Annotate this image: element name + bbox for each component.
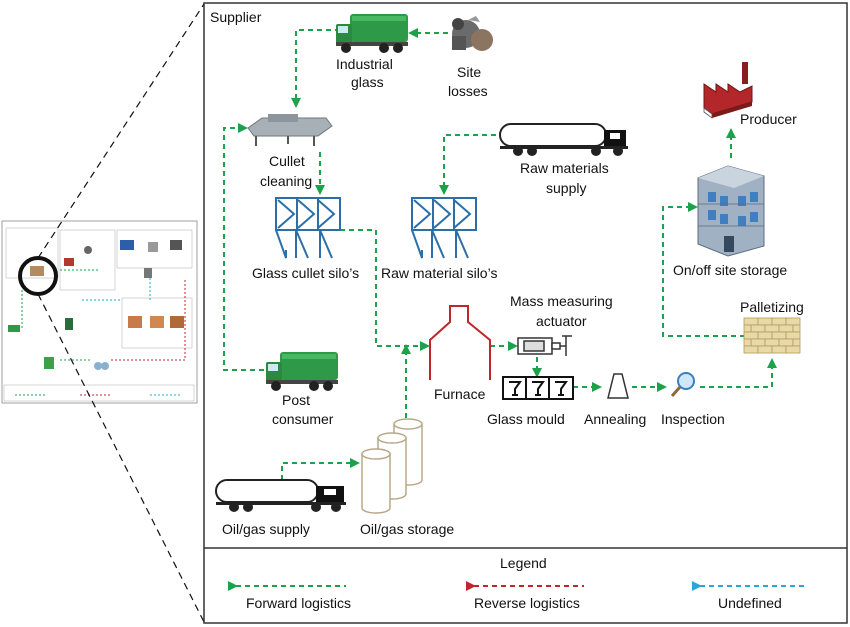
tanker-truck-icon	[499, 123, 628, 156]
scrap-pile-icon	[452, 16, 493, 51]
on-off-site-storage-label: On/off site storage	[673, 262, 787, 278]
mass-measuring-actuator-label: Mass measuring actuator	[510, 293, 617, 329]
silo-icon	[411, 197, 477, 259]
magnifier-icon	[670, 372, 695, 397]
tanker-truck-icon	[215, 479, 346, 512]
actuator-icon	[517, 335, 572, 356]
furnace-icon	[429, 305, 491, 380]
legend-reverse-label: Reverse logistics	[474, 595, 580, 611]
raw-materials-supply-label: Raw materials supply	[520, 160, 613, 196]
glass-mould-label: Glass mould	[487, 411, 565, 427]
site-losses-label: Site losses	[448, 64, 488, 99]
overview-thumbnail	[1, 220, 198, 404]
oil-gas-storage-label: Oil/gas storage	[360, 521, 454, 537]
building-icon	[697, 165, 765, 257]
palletizing-label: Palletizing	[740, 299, 804, 315]
silo-icon	[275, 197, 341, 259]
conveyor-machine-icon	[247, 114, 333, 146]
garbage-truck-icon	[266, 352, 338, 391]
oil-gas-supply-label: Oil/gas supply	[222, 521, 310, 537]
mould-icon	[502, 376, 574, 400]
garbage-truck-icon	[336, 14, 408, 53]
cylinder-tank-icon	[361, 418, 423, 514]
legend-undefined-label: Undefined	[718, 595, 782, 611]
legend-title: Legend	[500, 555, 547, 571]
post-consumer-label: Post consumer	[272, 392, 334, 427]
furnace-label: Furnace	[434, 386, 486, 402]
supplier-title: Supplier	[210, 9, 262, 25]
producer-label: Producer	[740, 111, 797, 127]
inspection-label: Inspection	[661, 411, 725, 427]
glass-cullet-silos-label: Glass cullet silo’s	[252, 265, 359, 281]
cullet-cleaning-label: Cullet cleaning	[260, 153, 312, 189]
annealing-label: Annealing	[584, 411, 646, 427]
annealing-icon	[607, 373, 629, 399]
factory-icon	[703, 62, 753, 119]
pallet-icon	[743, 317, 801, 354]
legend: Legend Forward logistics Reverse logisti…	[228, 555, 808, 611]
raw-material-silos-label: Raw material silo’s	[381, 265, 497, 281]
industrial-glass-label: Industrial glass	[336, 56, 397, 90]
forward-logistics-arrows	[223, 28, 777, 480]
legend-forward-label: Forward logistics	[246, 595, 351, 611]
